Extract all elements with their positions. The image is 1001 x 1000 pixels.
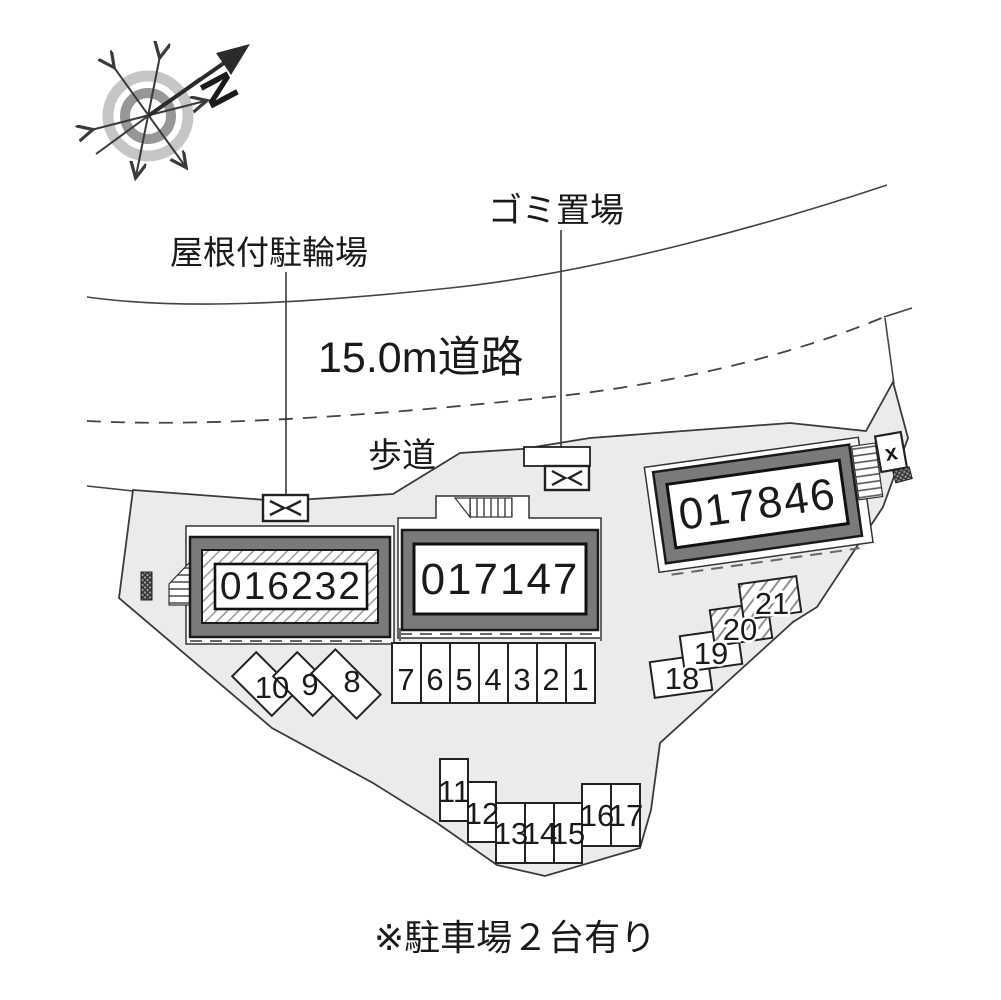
stall-7-label: 7 — [397, 662, 414, 697]
stall-17-label: 17 — [609, 798, 643, 833]
building-017147-stairs-ramp — [453, 497, 471, 519]
parking-diagonal-row — [230, 647, 383, 721]
stall-21-label: 21 — [755, 586, 789, 621]
compass-north-label: N — [190, 65, 248, 116]
stall-5 — [449, 642, 480, 704]
building-016232: 016232 — [140, 525, 395, 645]
stall-7 — [391, 642, 422, 704]
stall-8-label: 8 — [343, 664, 360, 699]
parking-main-row-labels: 7 6 5 4 3 2 1 — [397, 662, 588, 697]
garbage-area-icon — [543, 464, 591, 492]
building-016232-utility-box — [140, 571, 153, 601]
building-017846-label-plate — [665, 458, 850, 550]
east-boundary-upper — [884, 317, 895, 385]
building-017147-label-plate — [412, 542, 588, 616]
stall-11-label: 11 — [438, 774, 470, 809]
stall-10-label: 10 — [255, 670, 289, 705]
parking-bottom-row — [439, 758, 641, 864]
stall-8 — [309, 647, 383, 721]
sidewalk-label: 歩道 — [368, 437, 436, 475]
stall-15 — [553, 802, 583, 864]
garbage-label: ゴミ置場 — [488, 192, 624, 230]
stall-13-label: 13 — [494, 816, 528, 851]
building-017147-stairs — [469, 497, 513, 518]
building-017846: 017846 — [643, 436, 884, 576]
stall-2-label: 2 — [542, 662, 559, 697]
road-edge-line — [86, 184, 888, 305]
parking-right-column — [648, 575, 803, 699]
road-centerline-dashed — [86, 316, 885, 424]
building-017846-stairs — [850, 442, 884, 501]
stall-18-label: 18 — [665, 661, 699, 696]
stall-9-label: 9 — [301, 667, 318, 702]
stall-6-label: 6 — [426, 662, 443, 697]
bicycle-parking-icon — [261, 493, 310, 523]
stall-4-label: 4 — [484, 662, 501, 697]
stall-12-label: 12 — [465, 796, 499, 831]
stall-11 — [439, 758, 469, 822]
road-corner-segment — [883, 307, 913, 318]
stall-3 — [507, 642, 538, 704]
note-text: ※駐車場２台有り — [374, 917, 656, 958]
building-017147: 017147 — [397, 495, 602, 641]
garbage-area-outline — [523, 446, 591, 467]
building-017147-label: 017147 — [421, 555, 580, 604]
utility-box-small — [892, 466, 913, 484]
stall-4 — [478, 642, 509, 704]
stall-2 — [536, 642, 567, 704]
stall-14-label: 14 — [523, 816, 557, 851]
parking-main-row — [391, 642, 596, 704]
bicycle-parking-label: 屋根付駐輪場 — [170, 234, 368, 271]
x-marker-box: x — [873, 430, 909, 474]
building-016232-label: 016232 — [220, 565, 362, 608]
sidewalk-edge-stub — [86, 485, 134, 492]
parking-right-labels: 18 19 20 21 — [662, 584, 791, 699]
parking-diagonal-labels: 10 9 8 — [255, 664, 361, 705]
stall-21 — [737, 575, 803, 621]
stall-5-label: 5 — [455, 662, 472, 697]
compass: N — [91, 44, 250, 176]
stall-20-label: 20 — [723, 612, 757, 647]
building-017846-dashed-line — [671, 547, 860, 576]
stall-14 — [524, 802, 555, 864]
road-label: 15.0m道路 — [318, 334, 524, 382]
x-marker-label: x — [883, 439, 900, 466]
stall-1-label: 1 — [571, 662, 588, 697]
north-arrowhead — [216, 44, 250, 75]
stall-15-label: 15 — [551, 816, 585, 851]
building-016232-label-plate — [213, 562, 369, 611]
stall-16-label: 16 — [580, 798, 614, 833]
stall-3-label: 3 — [513, 662, 530, 697]
stall-1 — [565, 642, 596, 704]
stall-19-label: 19 — [694, 636, 728, 671]
stall-17 — [610, 783, 641, 847]
parking-bottom-labels: 11 12 13 14 15 16 17 — [438, 774, 643, 851]
